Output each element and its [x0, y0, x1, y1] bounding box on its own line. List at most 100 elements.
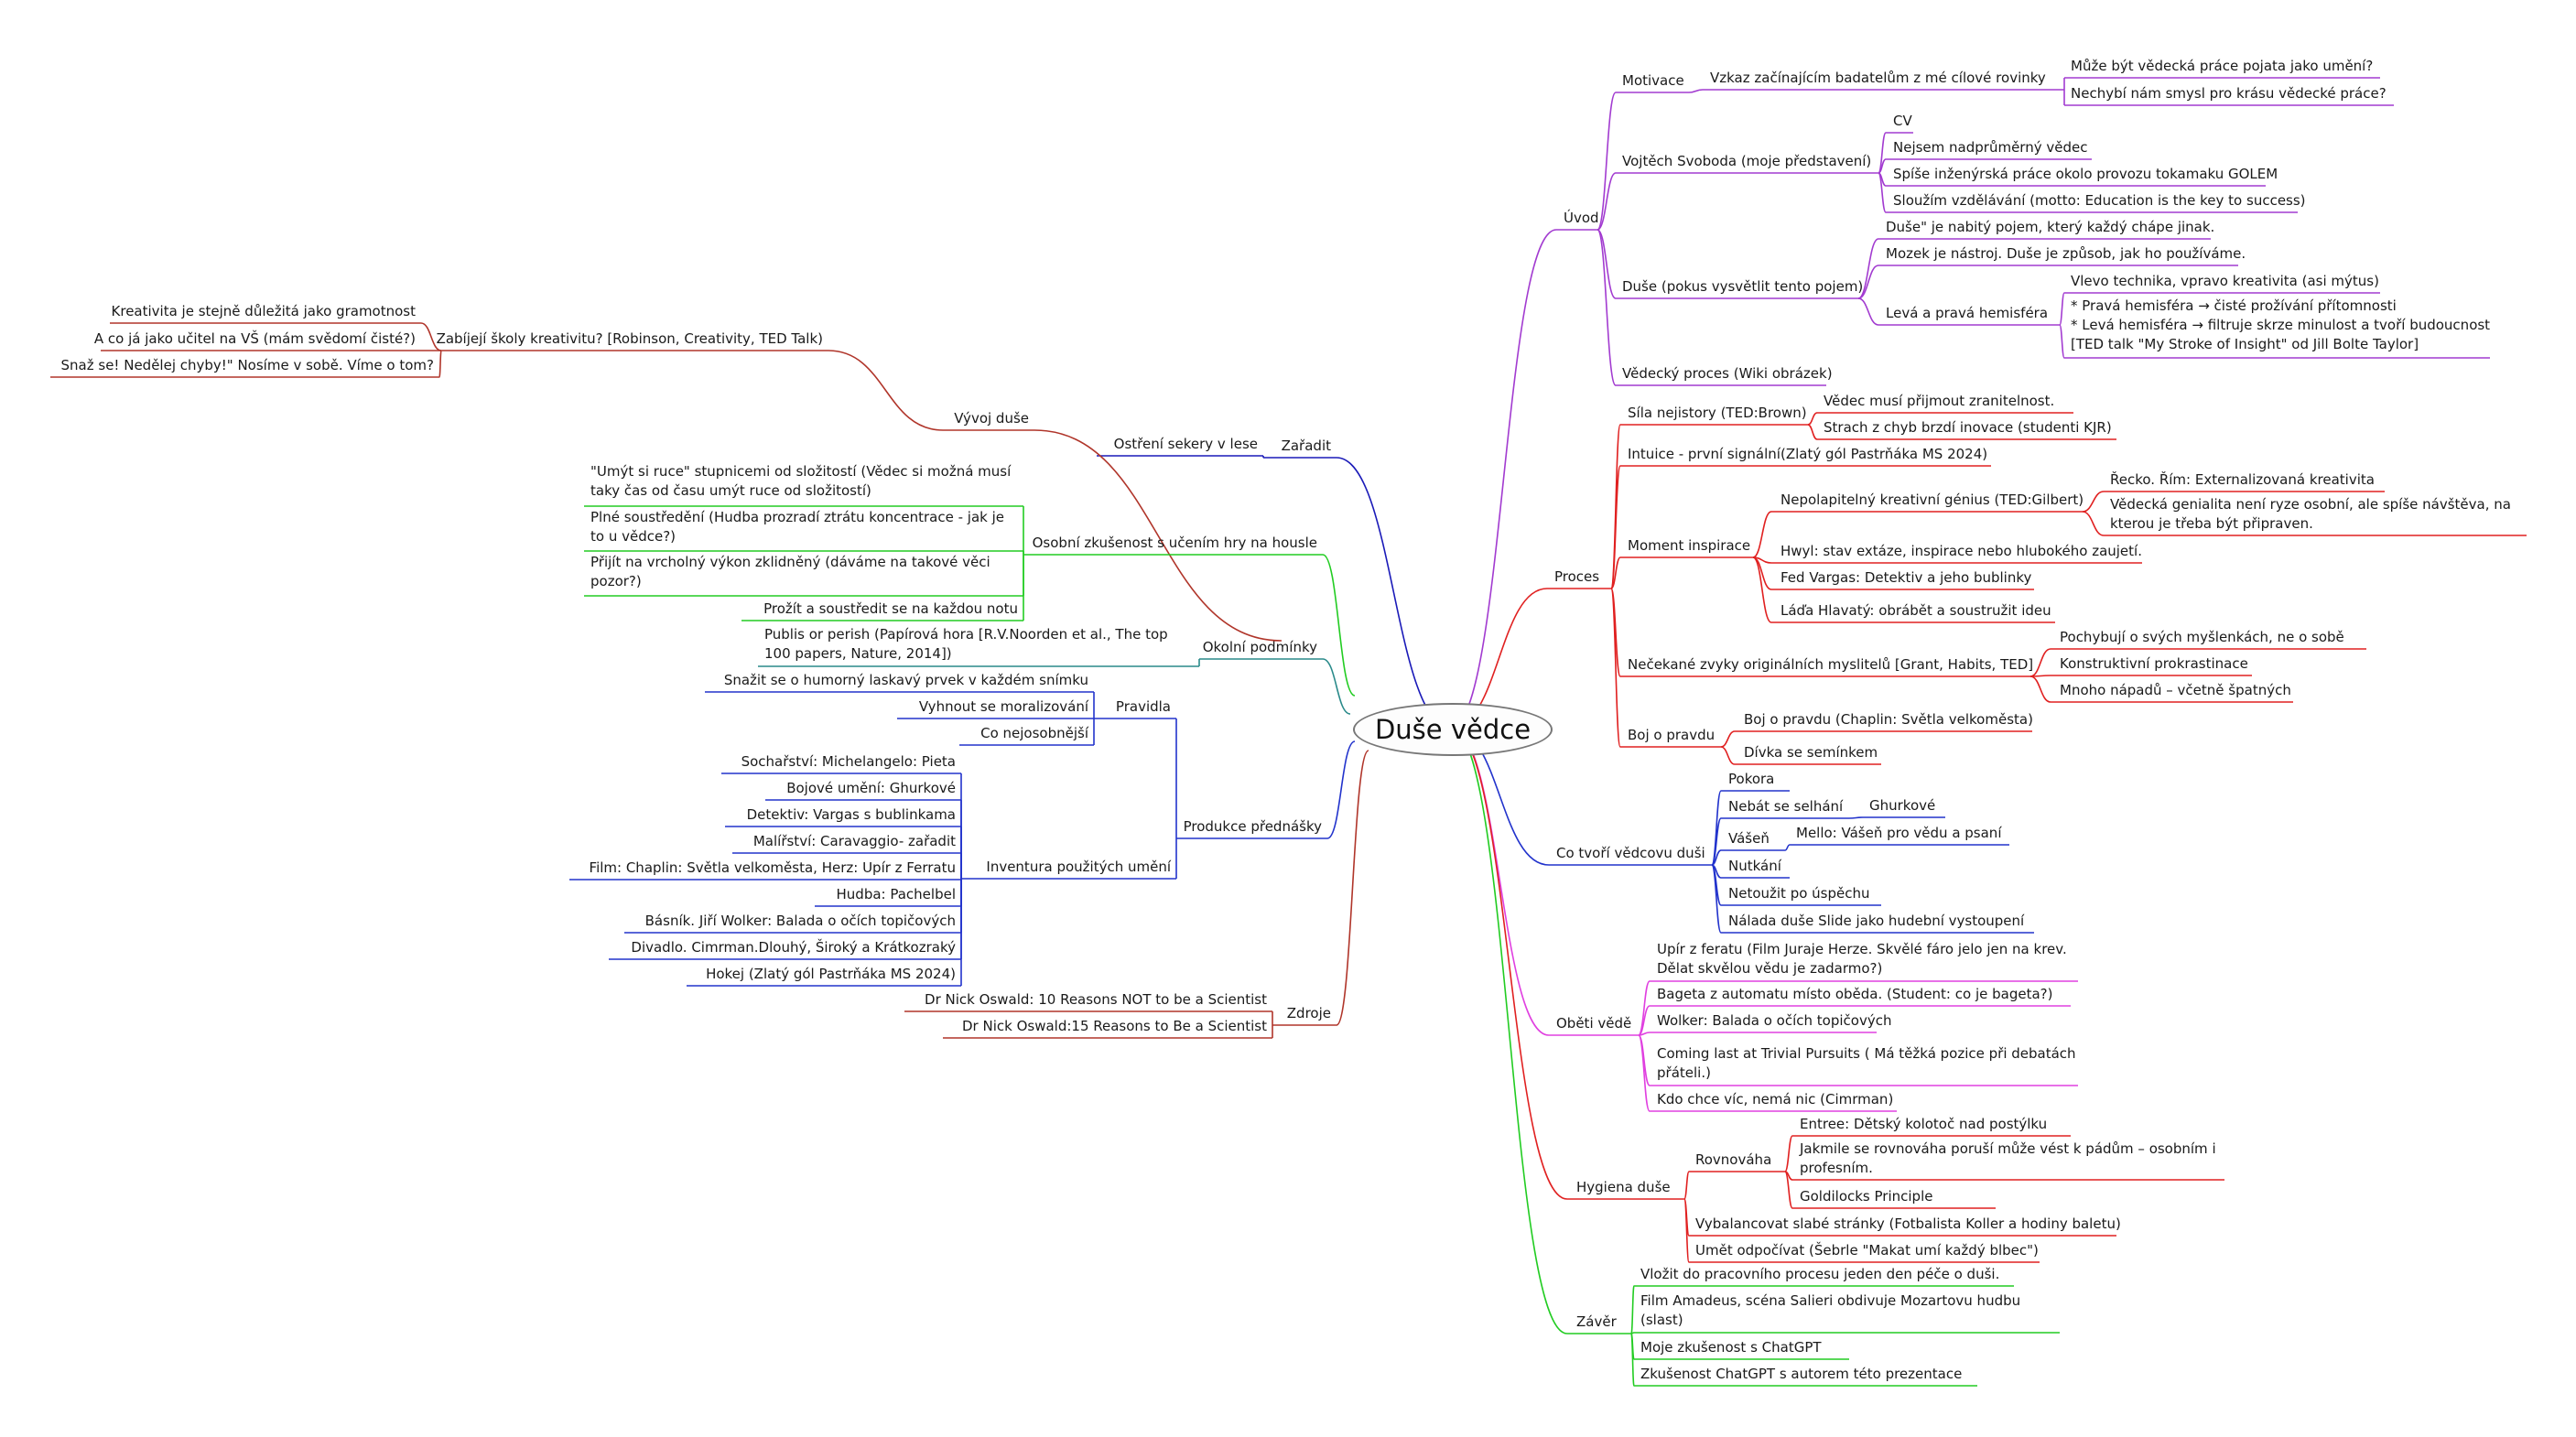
node-chatgpt1[interactable]: Moje zkušenost s ChatGPT: [1640, 1339, 1822, 1356]
node-oswald2[interactable]: Dr Nick Oswald:15 Reasons to Be a Scient…: [962, 1018, 1267, 1034]
node-lada[interactable]: Láďa Hlavatý: obrábět a soustružit ideu: [1780, 602, 2051, 619]
node-hygiena[interactable]: Hygiena duše: [1576, 1179, 1671, 1195]
link-nalada: [1711, 864, 1722, 934]
node-nejosob[interactable]: Co nejosobnější: [980, 725, 1088, 741]
node-moment[interactable]: Moment inspirace: [1628, 537, 1751, 554]
node-umeni[interactable]: Může být vědecká práce pojata jako umění…: [2071, 58, 2374, 74]
node-zabijeji[interactable]: Zabíjejí školy kreativitu? [Robinson, Cr…: [436, 330, 823, 347]
node-sila[interactable]: Síla nejistory (TED:Brown): [1628, 405, 1807, 421]
node-kolotoc[interactable]: Entree: Dětský kolotoč nad postýlku: [1800, 1116, 2048, 1132]
node-uvod[interactable]: Úvod: [1564, 210, 1599, 226]
node-hudba[interactable]: Hudba: Pachelbel: [836, 886, 956, 902]
node-strach[interactable]: Strach z chyb brzdí inovace (studenti KJ…: [1824, 419, 2112, 436]
node-amadeus[interactable]: Film Amadeus, scéna Salieri obdivuje Moz…: [1640, 1292, 2021, 1328]
node-pravidla[interactable]: Pravidla: [1115, 698, 1171, 715]
node-divadlo[interactable]: Divadlo. Cimrman.Dlouhý, Široký a Krátko…: [631, 939, 956, 956]
node-pokora[interactable]: Pokora: [1728, 771, 1775, 787]
node-wolker1[interactable]: Wolker: Balada o očích topičových: [1657, 1012, 1892, 1029]
node-mello[interactable]: Mello: Vášeň pro vědu a psaní: [1796, 825, 2002, 841]
node-oswald1[interactable]: Dr Nick Oswald: 10 Reasons NOT to be a S…: [925, 991, 1267, 1008]
node-nutkani[interactable]: Nutkání: [1728, 858, 1781, 874]
node-inventura[interactable]: Inventura použitých umění: [986, 859, 1171, 875]
node-nalada[interactable]: Nálada duše Slide jako hudební vystoupen…: [1728, 913, 2025, 929]
node-pochybuji[interactable]: Pochybují o svých myšlenkách, ne o sobě: [2060, 629, 2344, 645]
node-genius[interactable]: Nepolapitelný kreativní génius (TED:Gilb…: [1780, 492, 2084, 508]
node-publis[interactable]: Publis or perish (Papírová hora [R.V.Noo…: [764, 626, 1168, 662]
link-motivace: [1596, 92, 1617, 231]
node-ucitel[interactable]: A co já jako učitel na VŠ (mám svědomí č…: [93, 330, 416, 347]
link-uvod: [1450, 229, 1557, 729]
node-nabity[interactable]: Duše" je nabitý pojem, který každý chápe…: [1886, 219, 2215, 235]
node-upir[interactable]: Upír z feratu (Film Juraje Herze. Skvělé…: [1657, 941, 2067, 977]
node-gramotnost[interactable]: Kreativita je stejně důležitá jako gramo…: [111, 303, 416, 319]
node-vybalancovat[interactable]: Vybalancovat slabé stránky (Fotbalista K…: [1695, 1216, 2121, 1232]
node-kdo[interactable]: Kdo chce víc, nemá nic (Cimrman): [1657, 1091, 1894, 1107]
node-krasa[interactable]: Nechybí nám smysl pro krásu vědecké prác…: [2071, 85, 2387, 102]
node-hokej[interactable]: Hokej (Zlatý gól Pastrňáka MS 2024): [706, 966, 956, 982]
node-moral[interactable]: Vyhnout se moralizování: [918, 698, 1088, 715]
node-bojove[interactable]: Bojové umění: Ghurkové: [786, 780, 956, 796]
node-vasen[interactable]: Vášeň: [1728, 830, 1770, 847]
node-intuice[interactable]: Intuice - první signální(Zlatý gól Pastr…: [1628, 446, 1988, 462]
node-vzdelavani[interactable]: Sloužím vzdělávání (motto: Education is …: [1893, 192, 2306, 209]
node-mozek[interactable]: Mozek je nástroj. Duše je způsob, jak ho…: [1886, 245, 2246, 262]
node-detektiv[interactable]: Detektiv: Vargas s bublinkama: [746, 806, 956, 823]
node-obeti[interactable]: Oběti vědě: [1556, 1015, 1632, 1032]
link-bageta: [1638, 1005, 1651, 1036]
node-proces[interactable]: Proces: [1554, 568, 1600, 585]
node-prava[interactable]: * Pravá hemisféra → čisté prožívání přít…: [2071, 297, 2491, 352]
node-zaver[interactable]: Závěr: [1576, 1313, 1617, 1330]
node-bageta[interactable]: Bageta z automatu místo oběda. (Student:…: [1657, 986, 2053, 1002]
node-vlozit[interactable]: Vložit do pracovního procesu jeden den p…: [1640, 1266, 2000, 1282]
node-plne[interactable]: Plné soustředění (Hudba prozradí ztrátu …: [590, 509, 1004, 545]
node-vzkaz[interactable]: Vzkaz začínajícím badatelům z mé cílové …: [1710, 70, 2046, 86]
node-cotvori[interactable]: Co tvoří vědcovu duši: [1556, 845, 1705, 861]
node-humorny[interactable]: Snažit se o humorný laskavý prvek v každ…: [723, 672, 1088, 688]
node-socharstvi[interactable]: Sochařství: Michelangelo: Pieta: [741, 753, 956, 770]
node-vojtech[interactable]: Vojtěch Svoboda (moje představení): [1622, 153, 1872, 169]
node-ghurkove1[interactable]: Ghurkové: [1869, 797, 1936, 814]
node-malirstvi[interactable]: Malířství: Caravaggio- zařadit: [752, 833, 956, 849]
node-zdroje[interactable]: Zdroje: [1286, 1005, 1331, 1021]
node-prozit[interactable]: Prožít a soustředit se na každou notu: [763, 600, 1018, 617]
node-proces_wiki[interactable]: Vědecký proces (Wiki obrázek): [1622, 365, 1833, 382]
node-chatgpt2[interactable]: Zkušenost ChatGPT s autorem této prezent…: [1640, 1366, 1963, 1382]
node-boj[interactable]: Boj o pravdu: [1628, 727, 1716, 743]
node-goldilocks[interactable]: Goldilocks Principle: [1800, 1188, 1933, 1205]
node-motivace[interactable]: Motivace: [1622, 72, 1684, 89]
node-vlevo[interactable]: Vlevo technika, vpravo kreativita (asi m…: [2071, 273, 2379, 289]
node-trivial[interactable]: Coming last at Trivial Pursuits ( Má těž…: [1657, 1045, 2076, 1081]
node-netouzit[interactable]: Netoužit po úspěchu: [1728, 885, 1870, 902]
node-ostreni[interactable]: Ostření sekery v lese: [1113, 436, 1258, 452]
node-produkce[interactable]: Produkce přednášky: [1183, 818, 1322, 835]
node-genialita[interactable]: Vědecká genialita není ryze osobní, ale …: [2110, 496, 2511, 532]
node-basnik[interactable]: Básník. Jiří Wolker: Balada o očích topi…: [644, 913, 956, 929]
node-jakmile[interactable]: Jakmile se rovnováha poruší může vést k …: [1800, 1140, 2216, 1176]
node-okolni[interactable]: Okolní podmínky: [1202, 639, 1317, 655]
node-duse_vys[interactable]: Duše (pokus vysvětlit tento pojem): [1622, 278, 1864, 295]
node-umyt[interactable]: "Umýt si ruce" stupnicemi od složitostí …: [590, 463, 1012, 499]
node-vyvoj[interactable]: Vývoj duše: [954, 410, 1029, 427]
node-hemisfera[interactable]: Levá a pravá hemisféra: [1886, 305, 2049, 321]
node-recko[interactable]: Řecko. Řím: Externalizovaná kreativita: [2110, 471, 2375, 488]
node-osobni[interactable]: Osobní zkušenost s učením hry na housle: [1032, 535, 1317, 551]
node-nebat[interactable]: Nebát se selhání: [1728, 798, 1844, 815]
node-prokrast[interactable]: Konstruktivní prokrastinace: [2060, 655, 2248, 672]
node-inzenyr[interactable]: Spíše inženýrská práce okolo provozu tok…: [1893, 166, 2278, 182]
node-zranitelnost[interactable]: Vědec musí přijmout zranitelnost.: [1824, 393, 2055, 409]
node-hwyl[interactable]: Hwyl: stav extáze, inspirace nebo hlubok…: [1780, 543, 2142, 559]
node-nadprum[interactable]: Nejsem nadprůměrný vědec: [1893, 139, 2088, 156]
node-divka[interactable]: Dívka se semínkem: [1744, 744, 1878, 761]
root-node[interactable]: Duše vědce: [1353, 703, 1553, 756]
node-fedvargas[interactable]: Fed Vargas: Detektiv a jeho bublinky: [1780, 569, 2032, 586]
node-zaradit[interactable]: Zařadit: [1281, 438, 1331, 454]
node-zvyky[interactable]: Nečekané zvyky originálních myslitelů [G…: [1628, 656, 2034, 673]
node-rovnovaha[interactable]: Rovnováha: [1695, 1151, 1772, 1168]
node-snaz[interactable]: Snaž se! Nedělej chyby!" Nosíme v sobě. …: [60, 357, 434, 373]
node-cv[interactable]: CV: [1893, 113, 1912, 129]
node-napadu[interactable]: Mnoho nápadů – včetně špatných: [2060, 682, 2291, 698]
node-boj_chaplin[interactable]: Boj o pravdu (Chaplin: Světla velkoměsta…: [1744, 711, 2033, 728]
node-odpocivat[interactable]: Umět odpočívat (Šebrle "Makat umí každý …: [1695, 1242, 2039, 1259]
node-film[interactable]: Film: Chaplin: Světla velkoměsta, Herz: …: [589, 859, 956, 876]
node-prijit[interactable]: Přijít na vrcholný výkon zklidněný (dává…: [590, 554, 990, 589]
